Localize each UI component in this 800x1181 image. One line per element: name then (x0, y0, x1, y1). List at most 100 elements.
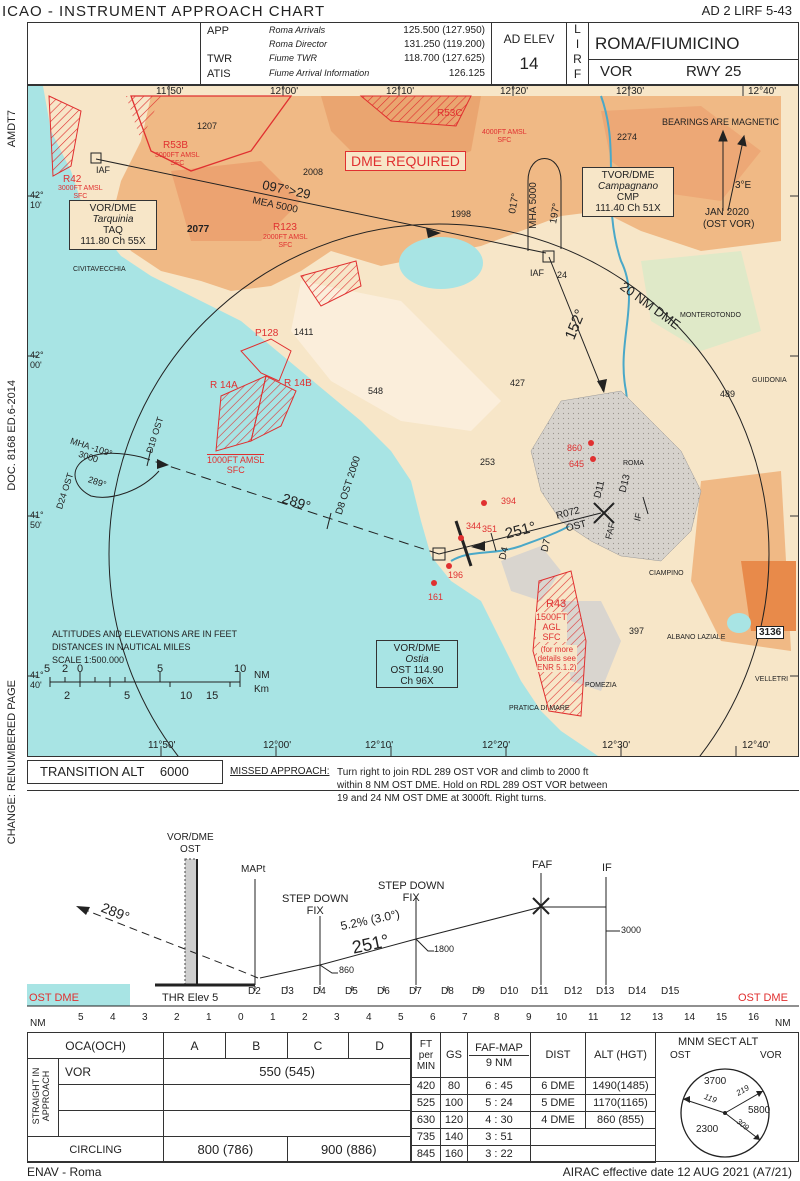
dme-required-label: DME REQUIRED (345, 151, 466, 171)
variation-date: JAN 2020 (705, 207, 749, 218)
obstacle-height: 161 (428, 592, 444, 602)
faf-profile-label: FAF (532, 859, 553, 871)
area-r53c (359, 95, 472, 127)
place-name: PRATICA DI MARE (509, 705, 570, 712)
fix-ticks (146, 448, 649, 552)
scale-km-unit: Km (254, 684, 269, 695)
transition-alt-box: TRANSITION ALT 6000 (27, 760, 223, 784)
profile-view-svg (27, 858, 799, 1019)
alt-1800-leader (415, 938, 434, 952)
nm-scale-label: 10 (556, 1012, 568, 1023)
nm-scale-label: 9 (526, 1012, 532, 1023)
obstacle-height: 860 (567, 443, 583, 453)
side-amdt: AMDT7 (6, 110, 18, 148)
place-name: ROMA (623, 460, 644, 467)
nm-scale-label: 5 (398, 1012, 404, 1023)
dme-label: D13 (596, 986, 615, 997)
r53b-label: R53B (163, 140, 189, 151)
iaf-taq-label: IAF (96, 165, 111, 175)
nm-scale-label: 2 (174, 1012, 180, 1023)
obstacle-height: 394 (501, 496, 517, 506)
circling-label: CIRCLING (26, 1136, 165, 1163)
scale-km-label: 5 (124, 690, 131, 702)
vor-minima: 550 (545) (163, 1058, 411, 1085)
dme-label: D3 (281, 986, 294, 997)
place-name: VELLETRI (755, 676, 789, 683)
airport-name: ROMA/FIUMICINO (595, 34, 740, 53)
taq-navaid-box: VOR/DME Tarquinia TAQ 111.80 Ch 55X (69, 200, 157, 250)
ft-per-min-header: FT per MIN (411, 1032, 441, 1078)
nm-unit-right: NM (775, 1018, 791, 1029)
vor-row-label: VOR (57, 1058, 165, 1085)
dme-20nm-arc (108, 223, 770, 756)
lake-bracciano (399, 237, 483, 289)
area-r123 (300, 260, 362, 307)
nm-scale-label: 16 (748, 1012, 760, 1023)
area-p128 (240, 338, 292, 382)
scale-nm-unit: NM (254, 670, 270, 681)
area-r43 (532, 570, 587, 717)
r14a-label: R 14A (210, 380, 238, 391)
place-name: POMEZIA (585, 682, 617, 689)
r123-label: R123 (273, 222, 297, 233)
p128-label: P128 (255, 328, 279, 339)
cat-c: C (286, 1032, 350, 1059)
msa-title: MNM SECT ALT (678, 1036, 759, 1048)
elevation: 1207 (197, 121, 218, 131)
alt-860: 860 (339, 965, 355, 975)
missed-approach-text: Turn right to join RDL 289 OST VOR and c… (337, 767, 608, 804)
dme-scale-band (27, 984, 130, 1006)
lat-label: 42° 00' (30, 350, 44, 370)
relief-area (291, 281, 501, 431)
descent-profile (259, 906, 620, 979)
nm-scale-label: 14 (684, 1012, 696, 1023)
dme-label: D8 (441, 986, 454, 997)
place-name: GUIDONIA (752, 377, 787, 384)
nm-scale-label: 5 (78, 1012, 84, 1023)
lon-label-bottom: 12°10' (365, 740, 394, 751)
elevation: 1998 (451, 209, 472, 219)
r42-label: R42 (63, 174, 82, 185)
place-name: CIVITAVECCHIA (73, 266, 126, 273)
lon-label-top: 12°00' (270, 86, 299, 97)
page-reference: AD 2 LIRF 5-43 (701, 3, 792, 18)
scale-km-label: 2 (64, 690, 71, 702)
lat-label: 41° 50' (30, 510, 44, 530)
scale-nm-label: 0 (77, 663, 84, 675)
nm-scale-label: 2 (302, 1012, 308, 1023)
cat-b: B (224, 1032, 288, 1059)
approach-tracks (74, 158, 604, 555)
missed-arrow (76, 906, 90, 915)
area-r53b (130, 95, 293, 172)
dme-label: D5 (345, 986, 358, 997)
elevation: 253 (480, 457, 496, 467)
elevation: 2274 (617, 132, 638, 142)
msa-vor: VOR (760, 1050, 782, 1061)
place-name: MONTEROTONDO (680, 312, 741, 319)
lake (727, 613, 751, 633)
alt-1800: 1800 (434, 944, 455, 954)
dme-label: D15 (661, 986, 680, 997)
dme-label: D6 (377, 986, 390, 997)
elevation: 427 (510, 378, 526, 388)
dist-header: DIST (530, 1032, 586, 1078)
rome-urban (530, 390, 702, 562)
if-profile-label: IF (602, 862, 612, 874)
missed-approach-path (77, 906, 259, 979)
dme-label: D12 (564, 986, 583, 997)
scale-km-label: 15 (206, 690, 219, 702)
relief-area (741, 561, 796, 631)
r14b-label: R 14B (284, 378, 312, 389)
ost-vor-symbol (432, 547, 446, 561)
